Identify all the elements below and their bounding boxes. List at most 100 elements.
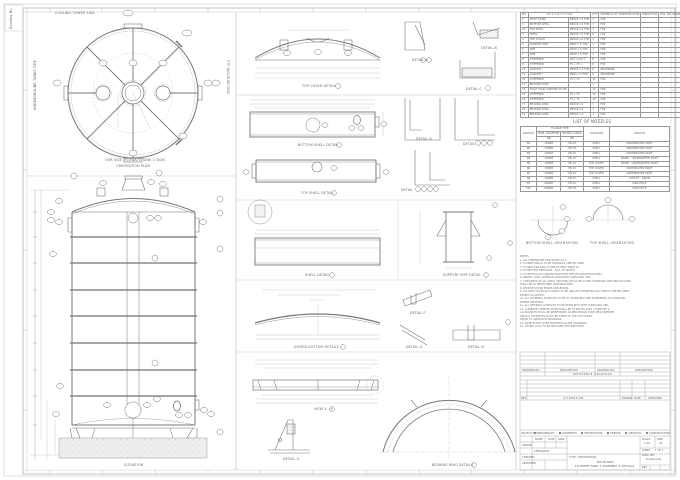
bearing-ring-details-title: BEARING RING DETAILS	[432, 463, 474, 467]
sig-header-date: DATE	[548, 438, 555, 441]
row-approved-label: APPROVED	[522, 462, 537, 465]
rev-label: REV	[642, 466, 648, 469]
bom-cell: Ø100 x 6 THK	[567, 52, 592, 58]
checkbox-icon	[581, 432, 584, 434]
nozzle-cell: 600NB	[535, 186, 562, 192]
note-item: 11. ALL INTERNAL SURFACES TO BE RESIN RI…	[520, 304, 610, 307]
nozzle-cell: MAN HOLE	[608, 186, 671, 192]
shell-detail-title: SHELL DETAIL	[305, 273, 330, 277]
drawing-title-line2: FG PRPTE TANK 7 ASSEMBLY & DETAILS	[575, 464, 635, 468]
note-item: 5. TO BE READ IN CONJUNCTION WITH SPECIF…	[520, 272, 603, 276]
bom-cell: Ø4000 x 6 THK	[567, 22, 592, 28]
nozzles-subheader-rating: RATING / DRILL	[560, 131, 584, 137]
sheet-value: 1 OF 1	[655, 449, 664, 452]
checkbox-icon	[625, 432, 628, 434]
approvals-label: APPROVALS	[534, 450, 550, 453]
plan-left-label: UNDERGROUND TANKS SIDE	[33, 59, 37, 110]
bom-header-material: MATERIAL OF CONSTRUCTION	[598, 12, 642, 18]
dwg-label: DWG. NO.	[642, 454, 655, 457]
bom-cell	[640, 112, 660, 118]
bom-cell: Ø4000 x 6 THK	[567, 32, 592, 38]
issue-option-label: TENDER	[609, 432, 621, 435]
bottom-shell-orientation-title: BOTTOM SHELL ORIENTATION	[526, 241, 579, 245]
top-shell-detail-title: TOP SHELL DETAIL	[301, 191, 334, 195]
issued-for-label: ISSUED FOR	[521, 432, 537, 435]
note-item: 8. REMOVE SHARP EDGES AND BURRS.	[520, 286, 569, 290]
note-item: REFER TO APPROVED DRAWINGS.	[520, 318, 563, 321]
issue-option-checkbox[interactable]: INFORMATION	[581, 432, 602, 435]
top-shell-orientation-title: TOP SHELL ORIENTATION	[590, 241, 635, 245]
bom-cell: Ø4000 x 3 THK	[567, 67, 592, 73]
note-item: 9. ALL BOLT HOLES IN FLANGES TO BE DRILL…	[520, 290, 630, 293]
detail-f-title: DETAIL-F	[410, 311, 426, 315]
bom-cell: Ø4000 x 6 THK	[567, 17, 592, 23]
support-pipe-detail-title: SUPPORT PIPE DETAIL	[443, 273, 482, 277]
note-item: 2. FLANGE DRILLS TO BE STRADDLE CENTRE L…	[520, 262, 585, 265]
issue-options: PRELIMINARY COMMENTS INFORMATION TENDER APPR…	[534, 432, 670, 435]
bom-header-ref: REL. NO. DRAWING NO.	[658, 12, 680, 18]
issue-option-label: COMMENTS	[561, 432, 577, 435]
issue-option-label: CONSTRUCTION	[649, 432, 670, 435]
scale-value: 1:30	[644, 442, 650, 445]
note-item: SPECIAL ATTENTION SHALL BE GIVEN TO THE …	[520, 314, 593, 318]
nozzle-cell: M2	[520, 186, 537, 192]
bom-cell: Ø4000 x 6	[567, 112, 592, 118]
dwg-value: Drawing No.	[646, 458, 662, 461]
size-label: SIZE	[657, 438, 663, 441]
issue-option-label: APPROVAL	[628, 432, 642, 435]
orientation-plan-title: ORIENTATION PLAN	[116, 164, 151, 168]
rev-header-date: DATE	[634, 397, 641, 400]
note-item: 6. INSIDE LAYER: CHEMICAL RESISTANT SURF…	[520, 276, 592, 279]
nozzles-table-title: LIST OF NOZZLES	[573, 119, 612, 124]
nozzles-header-location: LOCATION	[582, 126, 610, 142]
issue-option-checkbox[interactable]: COMMENTS	[558, 432, 577, 435]
issue-option-checkbox[interactable]: CONSTRUCTION	[646, 432, 670, 435]
ref-header-desc-2: DESCRIPTION	[635, 369, 653, 372]
detail-b-title: DETAIL-B	[481, 46, 497, 50]
bom-header-weight: WEIGHT KG	[640, 12, 660, 18]
ref-header-dwg-2: DRAWING NO.	[597, 369, 616, 372]
row-checked-label: CHECKED	[522, 456, 535, 459]
bom-cell: Ø600 x 3 THK	[567, 72, 592, 78]
notes-title: NOTES :	[520, 255, 531, 258]
plan-top-label: COOLING TOWER SIDE	[55, 11, 95, 15]
bom-cell: ROOF STAIR SUPPORT PLATE	[527, 87, 569, 93]
sheet-drawing-no-label: Drawing No.	[9, 7, 13, 29]
detail-g-title: DETAIL-G	[283, 457, 300, 461]
size-value: A1	[659, 442, 663, 445]
issue-option-checkbox[interactable]: PRELIMINARY	[534, 432, 554, 435]
issue-option-label: INFORMATION	[584, 432, 603, 435]
ref-header-dwg-1: DRAWING NO.	[522, 369, 541, 372]
note-item: 1. ALL DIMENSIONS ARE IN MM U.O.S.	[520, 258, 568, 262]
view-x-title: VIEW X - X	[314, 407, 333, 411]
detail-c-title: DETAIL-C	[466, 87, 482, 91]
note-item: SHALL BE AS MENTIONED IN DESIGN SPEC.	[520, 283, 574, 286]
bom-cell: 19	[520, 112, 529, 118]
issue-option-checkbox[interactable]: APPROVAL	[625, 432, 642, 435]
rev-header-drawn: DRAWN	[622, 397, 632, 400]
ref-header-desc-1: DESCRIPTION	[560, 369, 578, 372]
checkbox-icon	[606, 432, 609, 434]
note-item: 13. NAME PLATE TO BE PROVIDED AS PER STA…	[520, 321, 588, 325]
detail-a-title: DETAIL-A	[412, 58, 428, 62]
sig-header-sign: SIGN	[558, 438, 565, 441]
domed-bottom-details-title: DOMED BOTTOM DETAILS	[294, 345, 340, 349]
issue-option-checkbox[interactable]: TENDER	[606, 432, 621, 435]
bom-cell: 1	[590, 112, 600, 118]
row-drawn-label: DRAWN	[522, 444, 532, 447]
plan-right-label: STP BUILDING SIDE	[226, 60, 230, 95]
detail-h-title: DETAIL-H	[468, 345, 485, 349]
bom-cell: Ø4000 x 6 THK	[567, 27, 592, 33]
note-item: 12. LAMINATE CONSTRUCTION SHALL BE AS PE…	[520, 307, 611, 311]
nozzle-cell: SHELL	[582, 186, 610, 192]
issue-option-label: PRELIMINARY	[537, 432, 555, 435]
nozzles-table: NOZZLE FLANGE TYPE LOCATION SERVICE NOM.…	[520, 126, 671, 192]
